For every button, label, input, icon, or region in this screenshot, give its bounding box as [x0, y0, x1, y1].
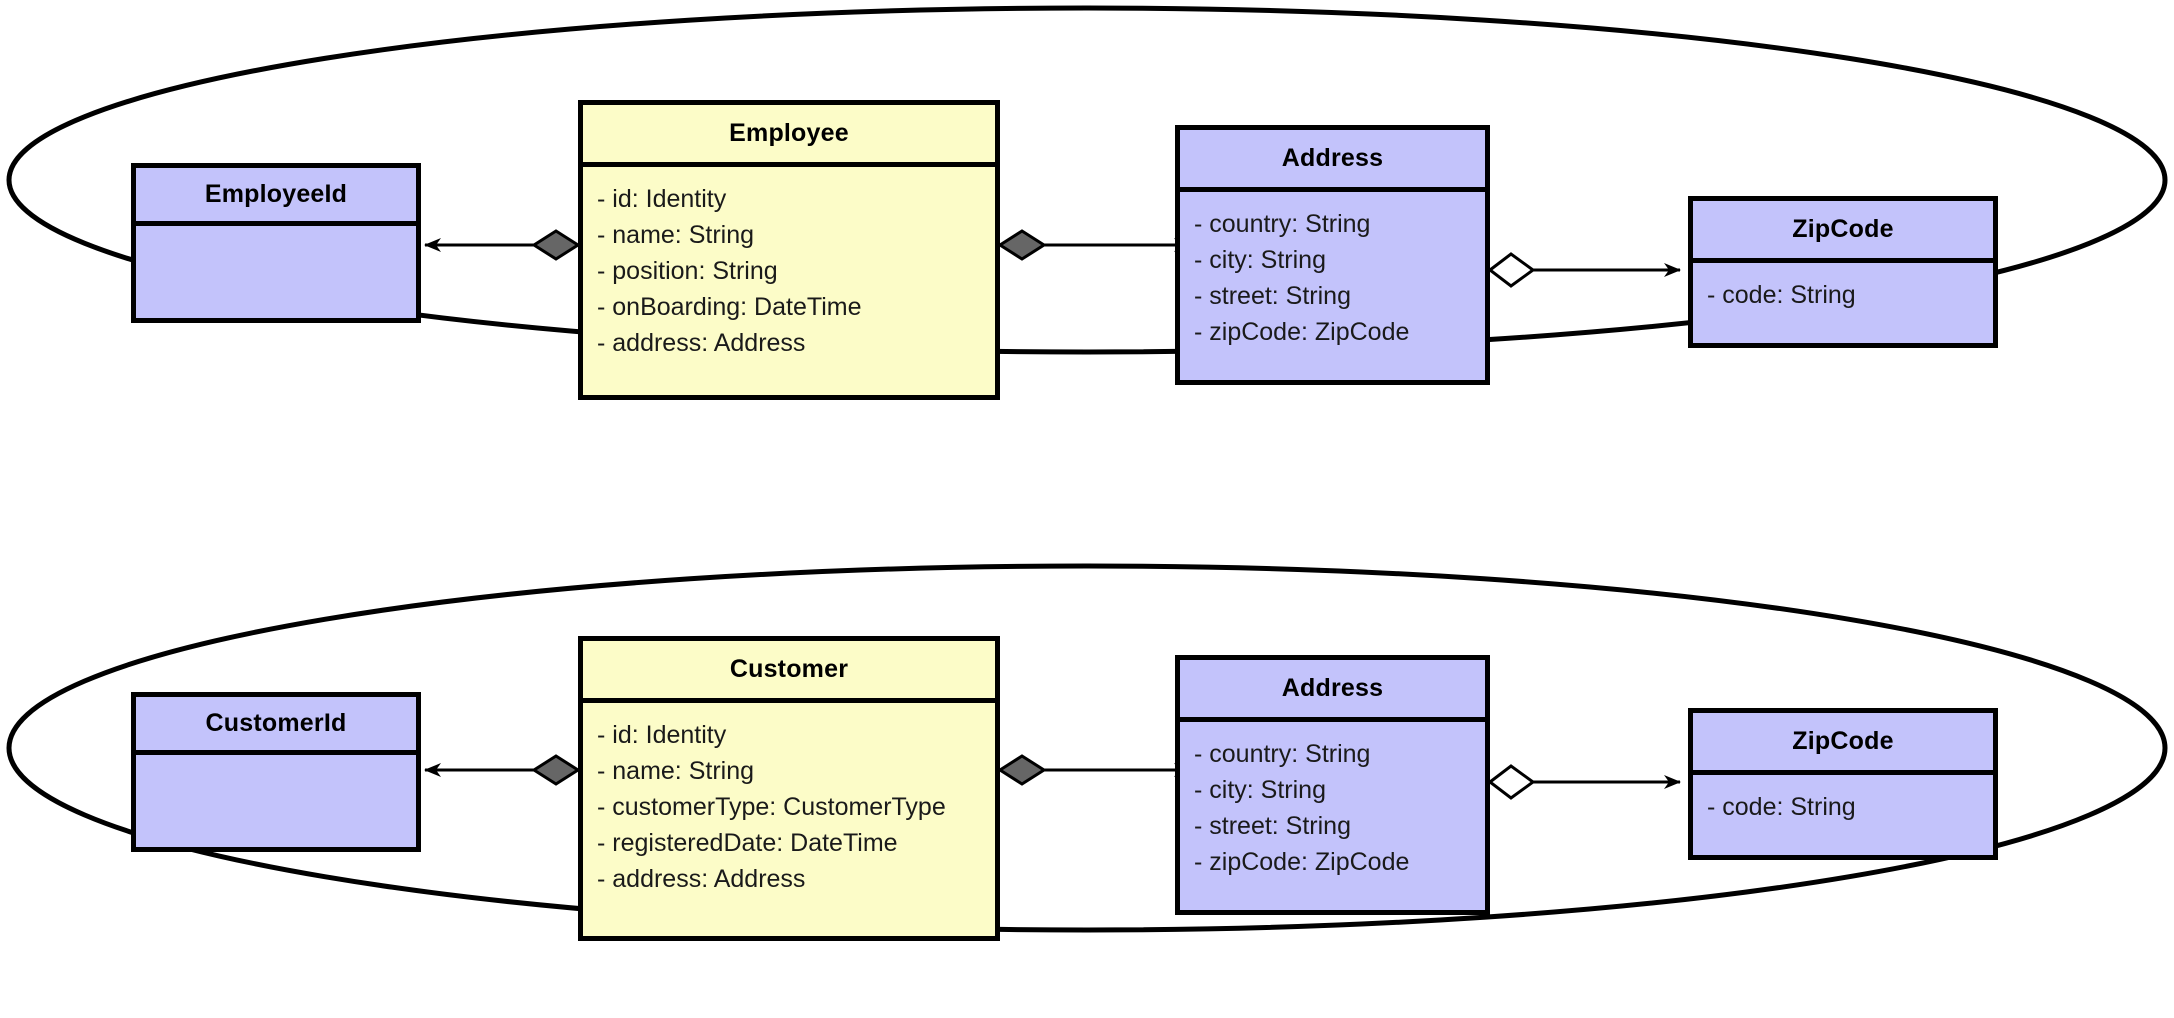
- attribute-row: - street: String: [1194, 282, 1351, 310]
- class-title-employee: Employee: [583, 105, 995, 167]
- class-attributes-employee: - id: Identity - name: String - position…: [583, 167, 995, 395]
- class-box-employee[interactable]: Employee - id: Identity - name: String -…: [578, 100, 1000, 400]
- class-attributes-customer-zipcode: - code: String: [1693, 775, 1993, 855]
- class-attributes-customer-id: [136, 755, 416, 847]
- class-attributes-employee-address: - country: String - city: String - stree…: [1180, 192, 1485, 380]
- class-box-customer-zipcode[interactable]: ZipCode - code: String: [1688, 708, 1998, 860]
- class-attributes-employee-id: [136, 226, 416, 318]
- relation-address-to-zipcode: [1487, 252, 1681, 288]
- class-box-employee-address[interactable]: Address - country: String - city: String…: [1175, 125, 1490, 385]
- relation-customer-address-to-zipcode: [1487, 764, 1681, 800]
- class-box-employee-zipcode[interactable]: ZipCode - code: String: [1688, 196, 1998, 348]
- class-box-employee-id[interactable]: EmployeeId: [131, 163, 421, 323]
- class-title-employee-address: Address: [1180, 130, 1485, 192]
- attribute-row: - code: String: [1707, 281, 1856, 309]
- attribute-row: - id: Identity: [597, 185, 727, 213]
- class-title-customer-id: CustomerId: [136, 697, 416, 755]
- class-attributes-customer-address: - country: String - city: String - stree…: [1180, 722, 1485, 910]
- attribute-row: - name: String: [597, 757, 755, 785]
- attribute-row: - customerType: CustomerType: [597, 793, 946, 821]
- class-title-employee-zipcode: ZipCode: [1693, 201, 1993, 263]
- attribute-row: - country: String: [1194, 740, 1371, 768]
- attribute-row: - country: String: [1194, 210, 1371, 238]
- relation-employee-to-address: [997, 229, 1191, 261]
- attribute-row: - address: Address: [597, 865, 806, 893]
- relation-customer-to-customerid: [424, 754, 581, 786]
- class-box-customer[interactable]: Customer - id: Identity - name: String -…: [578, 636, 1000, 941]
- attribute-row: - id: Identity: [597, 721, 727, 749]
- class-attributes-employee-zipcode: - code: String: [1693, 263, 1993, 343]
- attribute-row: - zipCode: ZipCode: [1194, 848, 1410, 876]
- class-box-customer-address[interactable]: Address - country: String - city: String…: [1175, 655, 1490, 915]
- relation-customer-to-address: [997, 754, 1191, 786]
- attribute-row: - name: String: [597, 221, 755, 249]
- attribute-row: - city: String: [1194, 776, 1326, 804]
- class-title-customer-zipcode: ZipCode: [1693, 713, 1993, 775]
- attribute-row: - address: Address: [597, 329, 806, 357]
- attribute-row: - onBoarding: DateTime: [597, 293, 862, 321]
- attribute-row: - zipCode: ZipCode: [1194, 318, 1410, 346]
- attribute-row: - position: String: [597, 257, 778, 285]
- class-box-customer-id[interactable]: CustomerId: [131, 692, 421, 852]
- attribute-row: - city: String: [1194, 246, 1326, 274]
- class-attributes-customer: - id: Identity - name: String - customer…: [583, 703, 995, 936]
- attribute-row: - code: String: [1707, 793, 1856, 821]
- class-title-employee-id: EmployeeId: [136, 168, 416, 226]
- attribute-row: - registeredDate: DateTime: [597, 829, 898, 857]
- relation-employee-to-employeeid: [424, 229, 581, 261]
- class-title-customer: Customer: [583, 641, 995, 703]
- class-title-customer-address: Address: [1180, 660, 1485, 722]
- attribute-row: - street: String: [1194, 812, 1351, 840]
